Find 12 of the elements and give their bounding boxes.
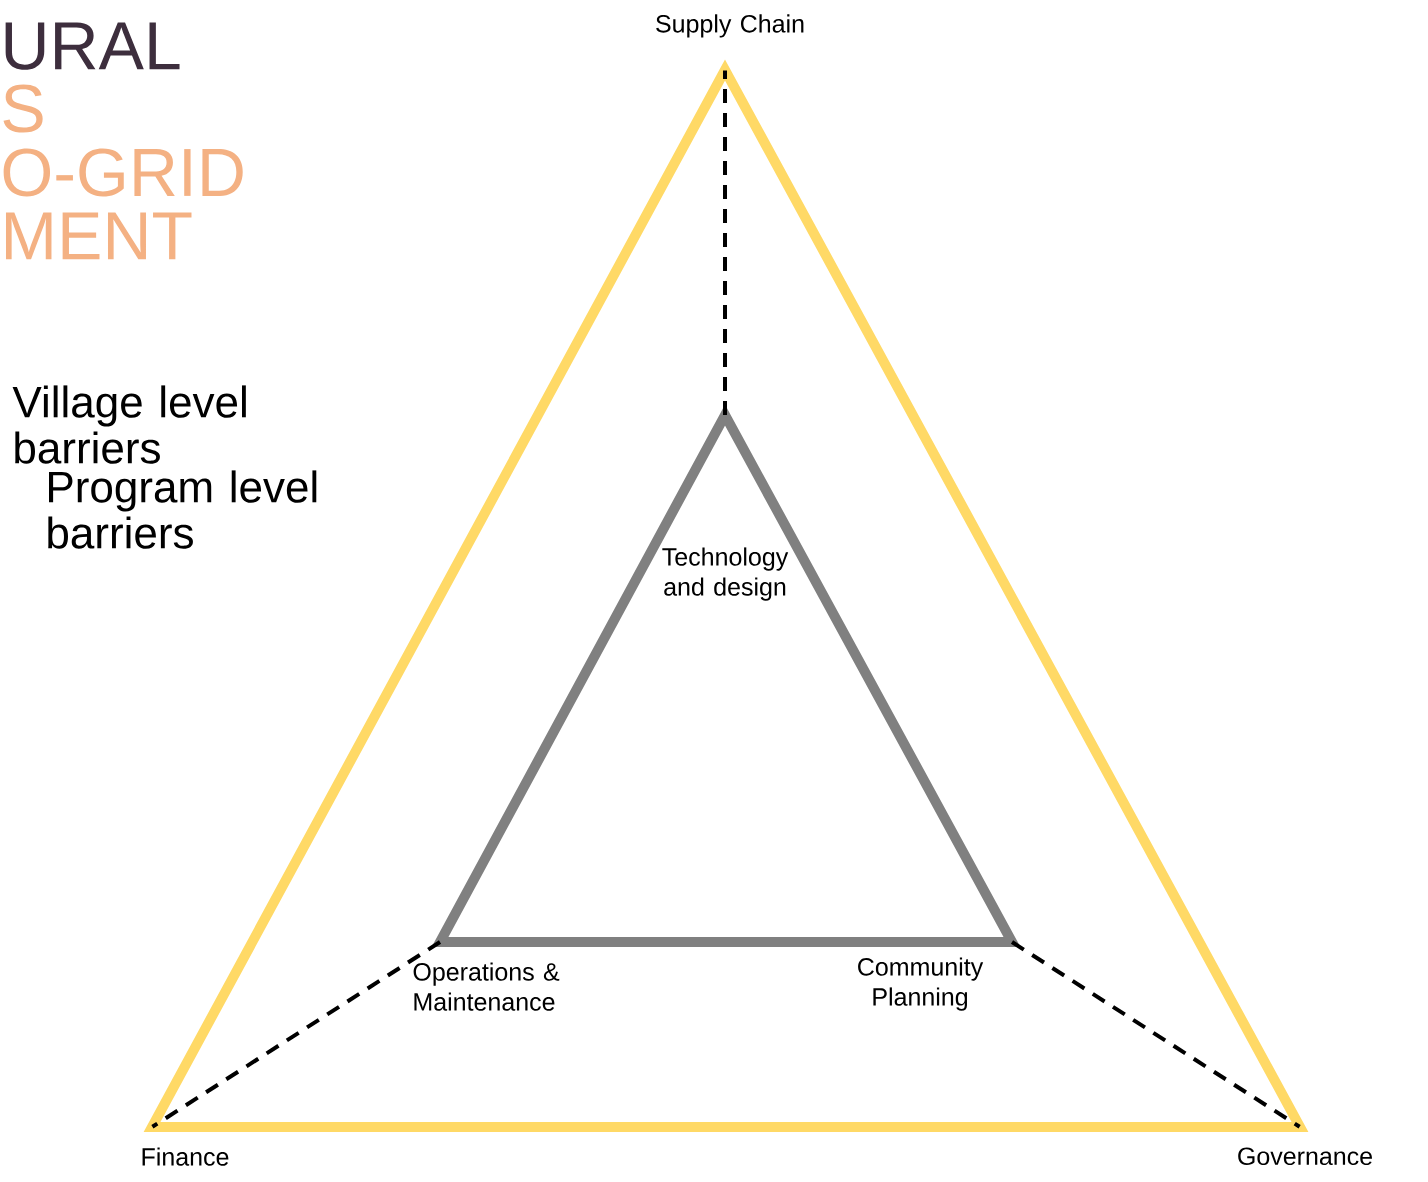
corner-label: Technology and design [662,547,789,601]
title-text: MENT [6,212,192,260]
corner-label: Governance [1238,1147,1372,1166]
title-text: URAL [5,22,180,70]
annotation-text: Program level barriers [48,470,317,549]
annotation-text: Village level barriers [12,385,246,464]
corner-label: Community Planning [858,957,984,1011]
corner-label: Operations & Maintenance [413,962,560,1011]
corner-label: Finance [142,1147,229,1166]
corner-label: Supply Chain [656,14,804,38]
title-text: S [3,84,43,133]
title-text: O-GRID [3,148,243,197]
